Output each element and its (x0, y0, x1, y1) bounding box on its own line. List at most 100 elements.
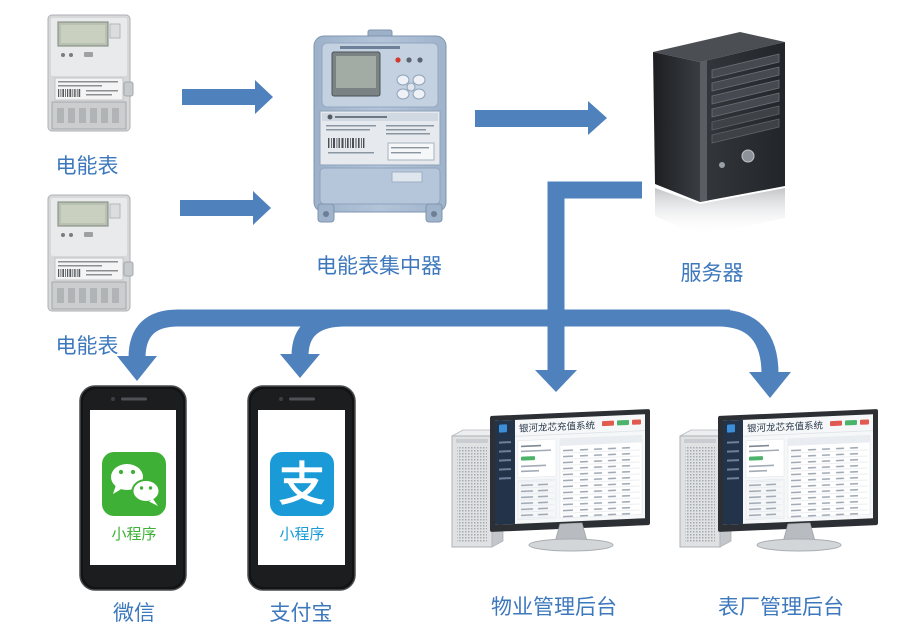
screen-table-header (788, 435, 870, 446)
server-drive-bay (711, 105, 780, 131)
server-front-edge (700, 60, 707, 202)
phone-camera (279, 397, 283, 401)
screen-header-divider (743, 430, 873, 437)
meter-lcd-inner (61, 205, 105, 223)
monitor-stand-base (756, 538, 842, 552)
concentrator-sub-label-line (391, 147, 429, 149)
screen-app-logo (727, 424, 735, 433)
concentrator-nameplate-line (386, 129, 426, 131)
concentrator-label: 电能表集中器 (316, 254, 442, 278)
wechat-bubble-small (131, 479, 161, 503)
screen-info-line (749, 469, 767, 473)
meter-nameplate-line (86, 90, 118, 92)
concentrator-key (396, 74, 410, 86)
meter-button (84, 232, 93, 237)
electric-meter-bottom (47, 194, 134, 312)
screen-action-button-red (830, 420, 842, 427)
screen-sidebar-item (727, 441, 739, 444)
meter-indicator-light (61, 53, 65, 57)
meter-to-concentrator-arrow-top (182, 80, 273, 114)
meter-side-clip (123, 81, 134, 97)
screen-sidebar-item (727, 468, 739, 471)
alipay-label: 支付宝 (270, 601, 333, 625)
arrowhead-to-alipay (280, 354, 320, 378)
server-side-face (653, 52, 700, 202)
wechat-bubble-large-tail (113, 485, 123, 494)
meter-terminal-slot (101, 288, 108, 303)
screen-info-line (521, 469, 539, 473)
screen-info-line (749, 464, 774, 468)
meter-terminal-slot (79, 108, 86, 123)
meter-terminal-slot (112, 288, 119, 303)
phone-speaker (121, 397, 147, 401)
screen-table-header (560, 435, 642, 446)
meter-lcd-inner (61, 25, 105, 43)
meter-terminal-slot (112, 108, 119, 123)
screen-info-line (521, 449, 551, 453)
wechat-eye (118, 469, 124, 475)
meter-terminal-slot (57, 108, 64, 123)
distribution-bus-right (700, 309, 779, 375)
screen-info-line (521, 464, 546, 468)
server-drive-bay (711, 118, 780, 144)
pc-tower-handle (456, 439, 488, 443)
wechat-label: 微信 (113, 601, 155, 625)
concentrator-barcode (328, 138, 365, 148)
wechat-mini-program-label: 小程序 (111, 525, 156, 543)
concentrator-sub-label (387, 142, 435, 161)
screen-sidebar (723, 419, 743, 525)
server-drive-bay (711, 53, 780, 79)
arrowhead-to-factory-backend (749, 372, 791, 398)
concentrator-nameplate-line (326, 125, 376, 127)
wechat-eye (139, 486, 144, 490)
meter-bottom-label: 电能表 (56, 334, 119, 358)
meter-to-concentrator-arrow-bottom (180, 191, 271, 225)
server-drive-bay (711, 92, 780, 118)
screen-action-button-red (602, 420, 614, 427)
arrowhead-to-property-backend (535, 370, 577, 392)
screen-app-title: 银河龙芯充值系统 (747, 419, 823, 434)
meter-concentrator (313, 29, 447, 223)
screen-info-card (517, 438, 557, 479)
pc-tower-handle (684, 439, 716, 443)
meter-nameplate-line (58, 85, 102, 87)
concentrator-lcd-screen (336, 56, 376, 88)
meter-top-label: 电能表 (56, 154, 119, 178)
server-logo-badge (741, 149, 755, 163)
screen-sidebar-item (727, 450, 739, 453)
concentrator-key (412, 88, 426, 100)
wechat-icon (102, 452, 166, 516)
concentrator-nameplate-line (328, 152, 374, 154)
meter-seal (109, 23, 121, 39)
meter-indicator-light (69, 53, 73, 57)
monitor: 银河龙芯充值系统 (718, 409, 878, 532)
screen-sidebar-item (499, 450, 511, 453)
screen-list (745, 478, 785, 521)
screen-sidebar-item (499, 441, 511, 444)
factory-backend-label: 表厂管理后台 (718, 595, 844, 619)
arrow-shape (180, 191, 271, 225)
meter-indicator-light (69, 233, 73, 237)
alipay-mini-program-label: 小程序 (279, 525, 324, 543)
screen-action-button-green (617, 419, 629, 426)
concentrator-nameplate-line (386, 133, 430, 135)
concentrator-status-light (406, 57, 412, 63)
screen-action-button-red (860, 419, 869, 425)
meter-button (84, 52, 93, 57)
meter-terminal-slot (79, 288, 86, 303)
screen-sidebar-item (727, 459, 739, 462)
server-label: 服务器 (681, 261, 744, 285)
concentrator-mounting-hole (431, 211, 437, 217)
wechat-phone: 小程序 (79, 385, 187, 591)
screen-app-logo (499, 424, 507, 433)
meter-nameplate-line (86, 94, 112, 96)
server-downlink-line (547, 181, 642, 372)
arrow-shape (182, 80, 273, 114)
server-reflection (655, 188, 785, 236)
arrowhead-to-wechat (117, 356, 157, 381)
wechat-eye (130, 469, 136, 475)
screen-info-badge (521, 456, 535, 461)
meter-side-clip (123, 261, 134, 277)
screen-info-line (749, 444, 769, 448)
